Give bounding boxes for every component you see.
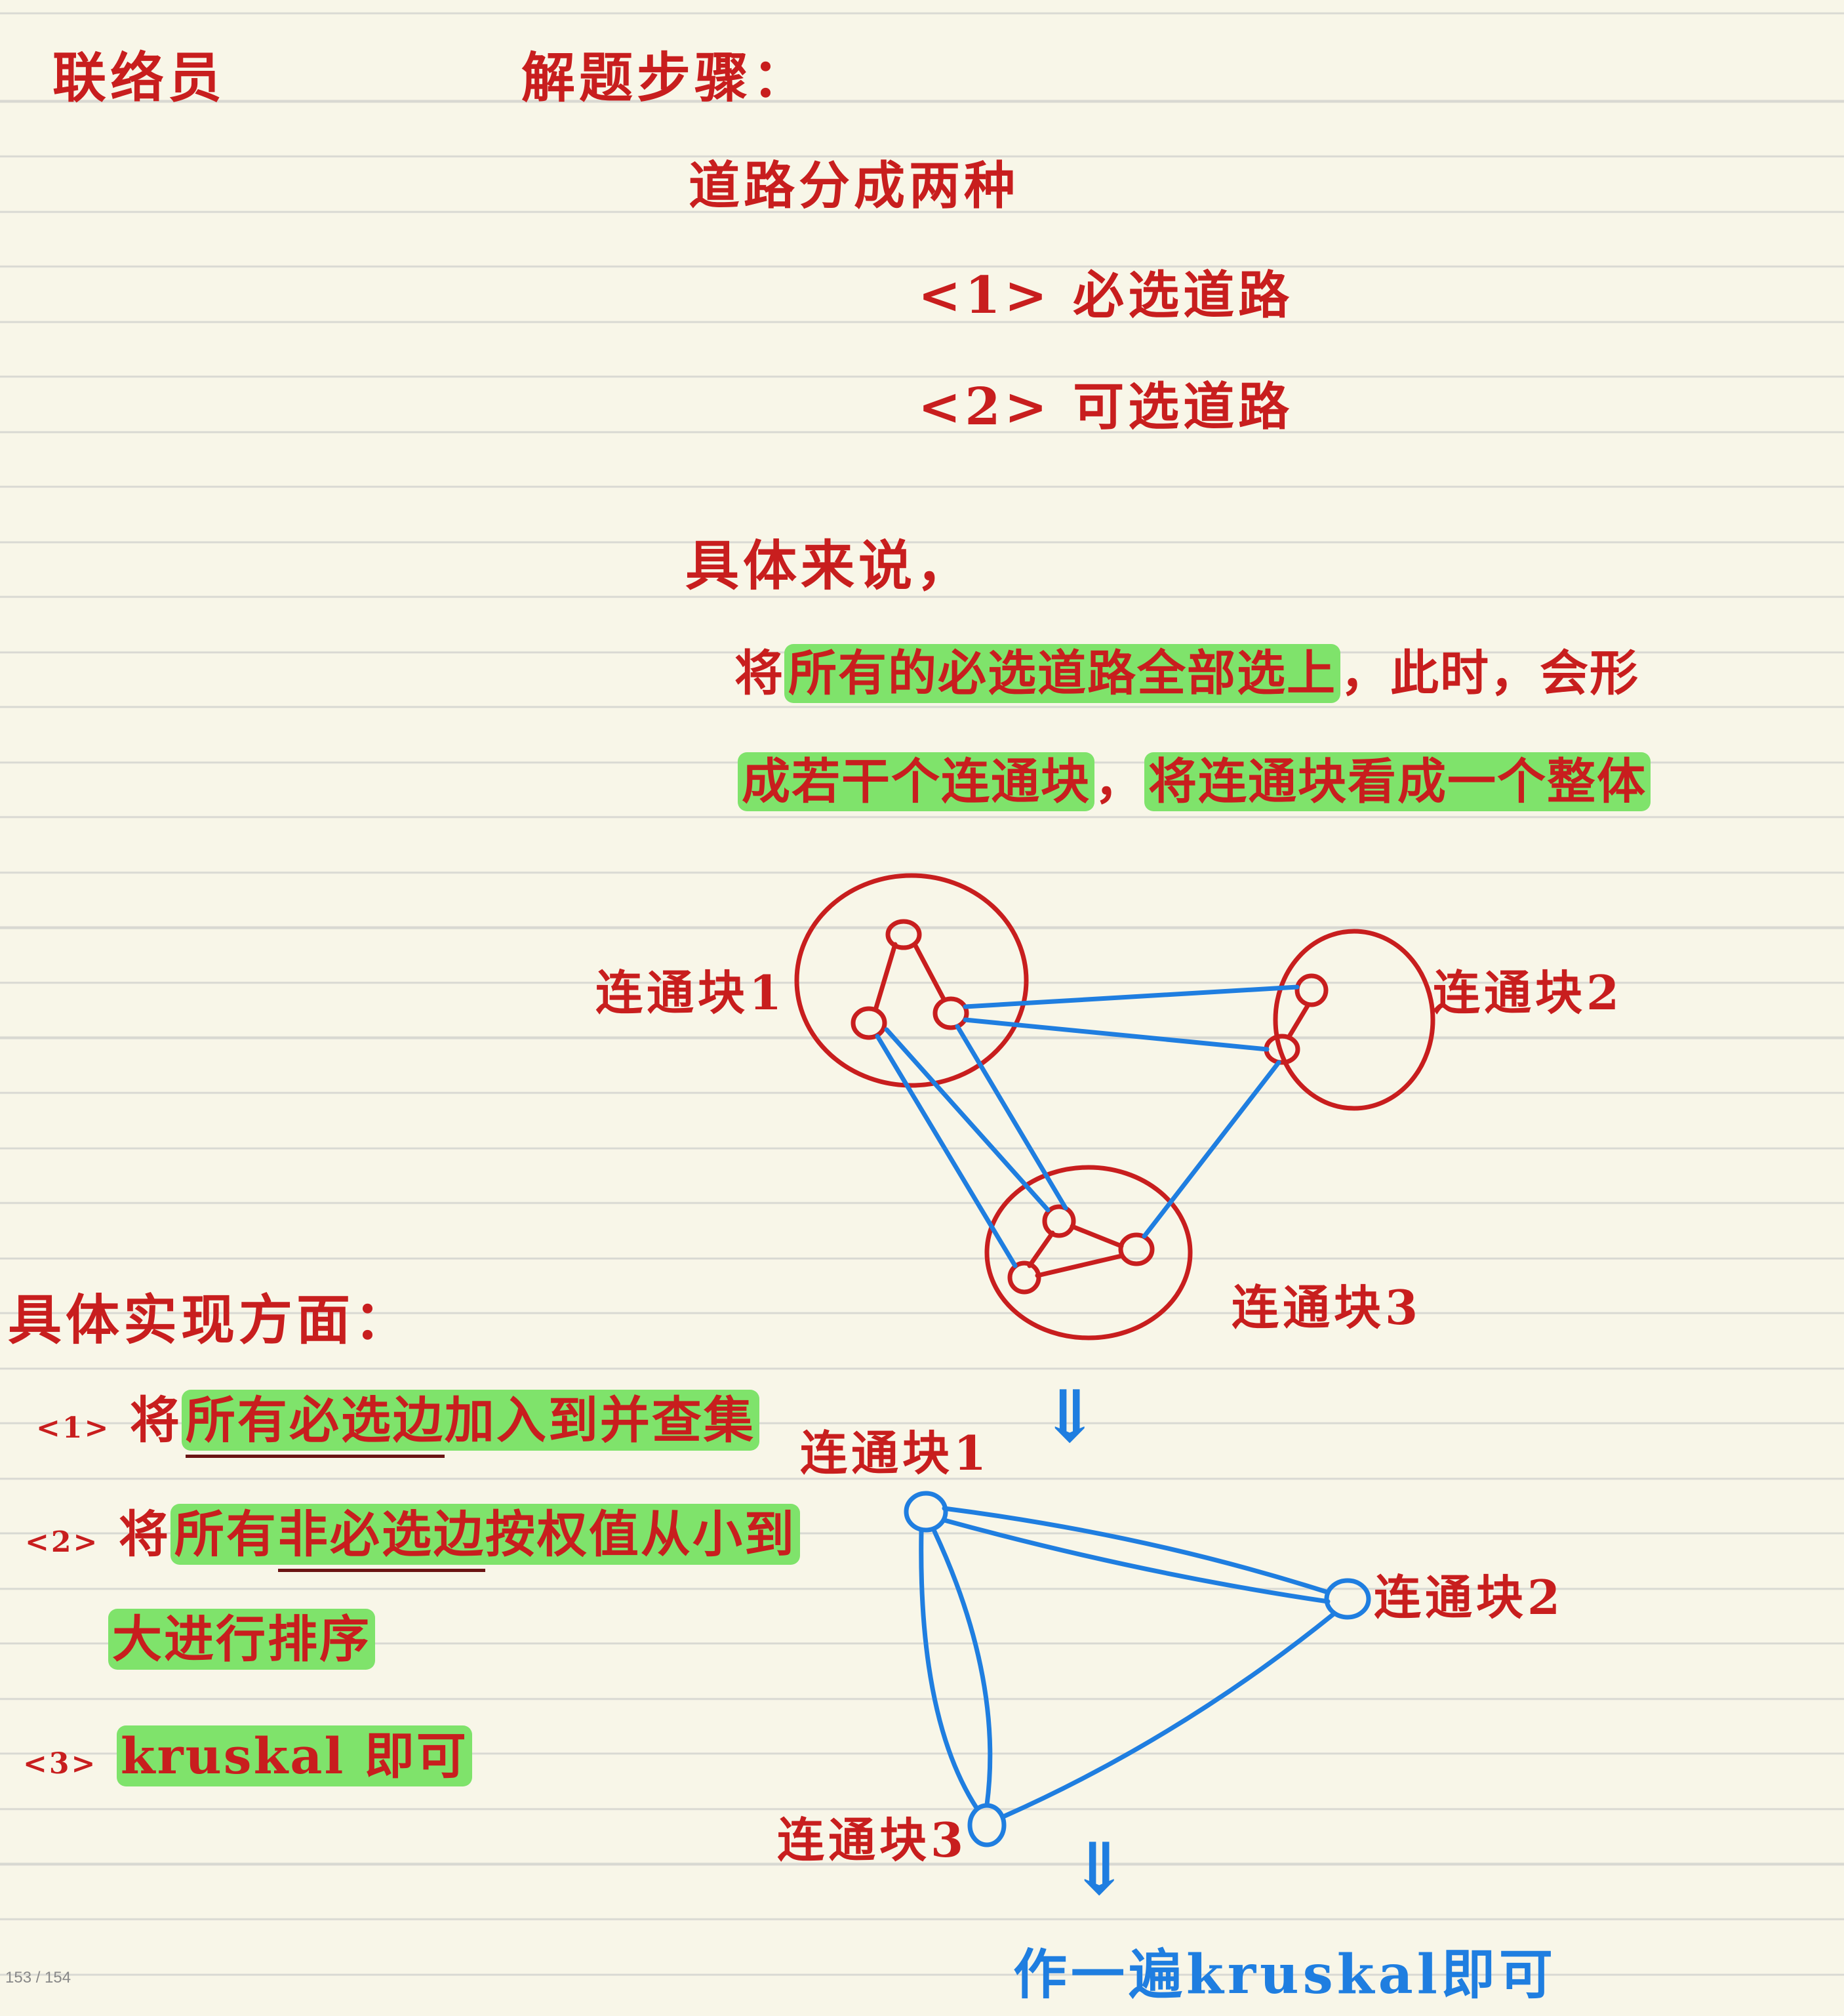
implementation-step-1: <1> 将所有必选边加入到并查集 <box>36 1390 759 1458</box>
down-arrow-2: ⇓ <box>1069 1826 1134 1911</box>
explanation-line-1-prefix: 将 <box>734 645 784 702</box>
contracted-node-1 <box>904 1491 948 1533</box>
step-2-prefix: 将 <box>118 1505 170 1563</box>
block3-edge-b <box>1070 1224 1124 1249</box>
down-arrow-1: ⇓ <box>1039 1374 1104 1459</box>
step-1-prefix: 将 <box>129 1391 182 1449</box>
contracted-edge-2 <box>942 1518 1331 1604</box>
block2-node-top <box>1294 973 1329 1007</box>
block1-node-right <box>932 996 969 1030</box>
page-number: 153 / 154 <box>5 1969 71 1986</box>
implementation-heading: 具体实现方面： <box>8 1289 412 1352</box>
block1-edge-a <box>873 942 898 1013</box>
cross-edge-4 <box>884 1027 1051 1213</box>
block2-edge <box>1286 1002 1311 1040</box>
road-type-2: <2> 可选道路 <box>918 377 1294 437</box>
block3-node-right <box>1118 1232 1155 1266</box>
contracted-node-2 <box>1324 1578 1371 1620</box>
block1-circle <box>794 873 1029 1088</box>
block3-node-top <box>1042 1204 1076 1238</box>
explanation-intro: 具体来说， <box>685 534 974 597</box>
block3-label-contracted: 连通块3 <box>777 1812 968 1868</box>
contracted-edge-5 <box>1001 1611 1337 1819</box>
explanation-line-1-highlight: 所有的必选道路全部选上 <box>784 644 1340 703</box>
step-2-continued-highlight: 大进行排序 <box>108 1609 375 1670</box>
block2-label: 连通块2 <box>1433 965 1624 1020</box>
block3-label: 连通块3 <box>1232 1280 1422 1335</box>
contracted-node-3 <box>967 1803 1007 1847</box>
block2-label-contracted: 连通块2 <box>1374 1569 1565 1625</box>
contracted-edge-3 <box>919 1529 980 1811</box>
block1-node-top <box>885 919 922 950</box>
cross-edge-2 <box>963 1017 1270 1052</box>
explanation-line-2-separator: ， <box>1094 754 1144 810</box>
road-type-1: <1> 必选道路 <box>918 266 1294 325</box>
contracted-edge-4 <box>932 1529 993 1807</box>
implementation-step-3: <3> kruskal 即可 <box>23 1725 472 1786</box>
step-3-number: <3> <box>23 1747 98 1781</box>
step-1-rest: 加入到并查集 <box>444 1391 755 1449</box>
note-title: 联络员 <box>52 47 226 110</box>
step-1-highlight: 所有必选边加入到并查集 <box>181 1390 759 1458</box>
implementation-step-2: <2> 将所有非必选边按权值从小到 <box>25 1504 800 1572</box>
block1-edge-b <box>912 942 947 1003</box>
cross-edge-3 <box>875 1034 1018 1268</box>
cross-edge-5 <box>955 1024 1068 1211</box>
block3-circle <box>984 1165 1193 1341</box>
step-1-underlined: 所有必选边 <box>185 1391 445 1458</box>
block2-circle <box>1273 929 1435 1111</box>
step-1-number: <1> <box>36 1411 111 1445</box>
step-3-highlight: kruskal 即可 <box>116 1725 472 1786</box>
cross-edge-6 <box>1142 1060 1281 1239</box>
cross-edge-1 <box>963 984 1300 1009</box>
conclusion: 作一遍kruskal即可 <box>1013 1943 1557 2006</box>
contracted-edge-1 <box>942 1506 1331 1595</box>
implementation-step-2-continued: 大进行排序 <box>108 1609 375 1670</box>
step-2-highlight: 所有非必选边按权值从小到 <box>170 1504 800 1572</box>
explanation-line-2-highlight-1: 成若干个连通块 <box>738 752 1094 811</box>
steps-heading: 解题步骤： <box>521 47 811 110</box>
explanation-line-2: 成若干个连通块，将连通块看成一个整体 <box>738 752 1651 811</box>
step-2-underlined: 非必选边 <box>277 1505 485 1572</box>
step-2-rest: 按权值从小到 <box>485 1505 796 1563</box>
block3-edge-c <box>1035 1253 1124 1278</box>
step-2-all: 所有 <box>174 1505 278 1563</box>
block1-label-contracted: 连通块1 <box>800 1425 991 1481</box>
explanation-line-1-suffix: ，此时，会形 <box>1340 645 1639 702</box>
block1-node-left <box>851 1006 887 1040</box>
explanation-line-2-highlight-2: 将连通块看成一个整体 <box>1144 752 1651 811</box>
roads-intro: 道路分成两种 <box>689 156 1020 216</box>
block1-label: 连通块1 <box>595 965 786 1020</box>
explanation-line-1: 将所有的必选道路全部选上，此时，会形 <box>734 644 1639 703</box>
block3-edge-a <box>1027 1230 1055 1268</box>
step-2-number: <2> <box>25 1525 100 1559</box>
